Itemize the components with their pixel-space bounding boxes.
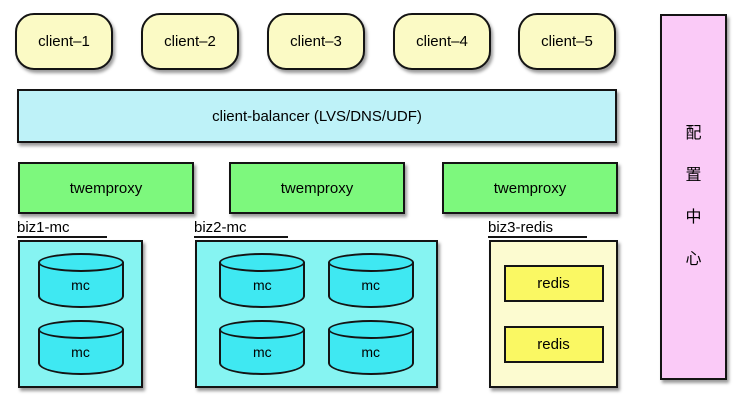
client-3-label: client–3 bbox=[290, 33, 342, 50]
mc-cylinder: mc bbox=[219, 319, 306, 375]
redis-node: redis bbox=[503, 265, 604, 303]
mc-node-label: mc bbox=[252, 343, 272, 360]
client-1-node: client–1 bbox=[15, 13, 113, 70]
mc-node-label: mc bbox=[71, 343, 90, 360]
config-center-char: 心 bbox=[685, 251, 702, 268]
biz3-redis-cluster-title: biz3-redis bbox=[488, 219, 587, 238]
twemproxy-node-3: twemproxy bbox=[442, 162, 618, 214]
mc-node-label: mc bbox=[252, 277, 272, 294]
mc-cylinder: mc bbox=[219, 253, 306, 309]
config-center-char: 置 bbox=[685, 167, 702, 184]
config-center-char: 中 bbox=[685, 209, 702, 226]
biz1-mc-cluster-title: biz1-mc bbox=[17, 219, 107, 238]
biz2-mc-cluster-title: biz2-mc bbox=[194, 219, 288, 238]
redis-node-label: redis bbox=[537, 335, 570, 353]
client-2-label: client–2 bbox=[164, 33, 216, 50]
client-2-node: client–2 bbox=[141, 13, 239, 70]
cylinder-top-ellipse bbox=[219, 319, 306, 339]
mc-node-label: mc bbox=[71, 277, 90, 294]
client-4-node: client–4 bbox=[393, 13, 491, 70]
config-center-panel: 配 置 中 心 bbox=[660, 14, 727, 380]
mc-node-label: mc bbox=[361, 343, 380, 360]
cylinder-top-ellipse bbox=[219, 253, 306, 273]
mc-cylinder: mc bbox=[327, 253, 414, 309]
biz3-redis-cluster-box: redis redis bbox=[489, 240, 618, 388]
twemproxy-node-1: twemproxy bbox=[18, 162, 194, 214]
client-balancer-label: client-balancer (LVS/DNS/UDF) bbox=[212, 107, 422, 125]
client-balancer-node: client-balancer (LVS/DNS/UDF) bbox=[17, 89, 617, 143]
config-center-char: 配 bbox=[685, 125, 702, 142]
cylinder-top-ellipse bbox=[327, 253, 414, 273]
client-1-label: client–1 bbox=[38, 33, 90, 50]
mc-cylinder: mc bbox=[37, 319, 124, 375]
mc-node-label: mc bbox=[361, 277, 380, 294]
client-5-label: client–5 bbox=[541, 33, 593, 50]
redis-node: redis bbox=[503, 325, 604, 363]
mc-cylinder: mc bbox=[37, 253, 124, 309]
twemproxy-label-1: twemproxy bbox=[69, 179, 143, 197]
cylinder-top-ellipse bbox=[37, 319, 124, 339]
mc-cylinder: mc bbox=[327, 319, 414, 375]
redis-node-label: redis bbox=[537, 275, 570, 293]
biz2-mc-cluster-box: mc mc mc mc bbox=[195, 240, 438, 388]
biz1-mc-cluster-box: mc mc bbox=[18, 240, 143, 388]
twemproxy-label-2: twemproxy bbox=[280, 179, 354, 197]
client-5-node: client–5 bbox=[518, 13, 616, 70]
client-3-node: client–3 bbox=[267, 13, 365, 70]
cylinder-top-ellipse bbox=[327, 319, 414, 339]
twemproxy-node-2: twemproxy bbox=[229, 162, 405, 214]
client-4-label: client–4 bbox=[416, 33, 468, 50]
cylinder-top-ellipse bbox=[37, 253, 124, 273]
twemproxy-label-3: twemproxy bbox=[493, 179, 567, 197]
cylinder-body bbox=[327, 262, 414, 309]
